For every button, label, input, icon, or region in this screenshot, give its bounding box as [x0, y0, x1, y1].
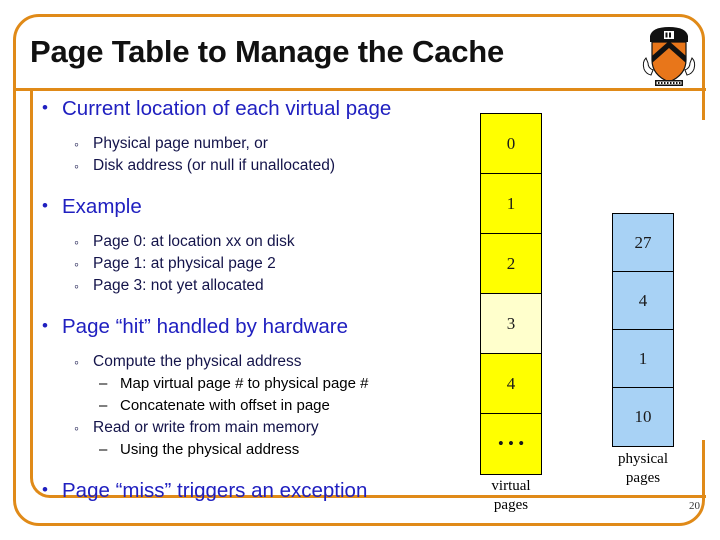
physical-page-cell-1: 4: [613, 272, 673, 330]
bullet-example: Example: [40, 193, 470, 220]
subbullet-physical-page-number: Physical page number, or: [40, 133, 470, 155]
virtual-pages-label-line2: pages: [493, 497, 529, 513]
physical-page-cell-0: 27: [613, 214, 673, 272]
virtual-page-cell-2: 2: [481, 234, 541, 294]
bullet-page-miss: Page “miss” triggers an exception: [40, 477, 470, 504]
dashitem-map-virtual-to-physical: Map virtual page # to physical page #: [40, 373, 470, 395]
bullet-current-location: Current location of each virtual page: [40, 95, 470, 122]
dashitem-using-physical-address: Using the physical address: [40, 439, 470, 461]
physical-pages-label: physical pages: [598, 450, 688, 488]
physical-pages-label-line2: pages: [625, 470, 661, 486]
subbullet-compute-physical-address: Compute the physical address: [40, 351, 470, 373]
physical-page-cell-3: 10: [613, 388, 673, 446]
subbullet-disk-address: Disk address (or null if unallocated): [40, 155, 470, 177]
subbullet-page3: Page 3: not yet allocated: [40, 275, 470, 297]
physical-page-cell-2: 1: [613, 330, 673, 388]
title-divider: [16, 88, 706, 91]
frame-right-gap-mask: [700, 120, 720, 440]
virtual-page-cell-5: • • •: [481, 414, 541, 474]
physical-pages-label-line1: physical: [618, 451, 668, 467]
slide-number: 20: [689, 500, 700, 512]
virtual-pages-label: virtual pages: [471, 477, 551, 515]
page-title: Page Table to Manage the Cache: [30, 34, 505, 69]
subbullet-page1: Page 1: at physical page 2: [40, 253, 470, 275]
subbullet-read-write-main-memory: Read or write from main memory: [40, 417, 470, 439]
subbullet-page0: Page 0: at location xx on disk: [40, 231, 470, 253]
princeton-shield-logo: [640, 22, 698, 90]
dashitem-concatenate-offset: Concatenate with offset in page: [40, 395, 470, 417]
bullet-page-hit: Page “hit” handled by hardware: [40, 313, 470, 340]
virtual-page-cell-4: 4: [481, 354, 541, 414]
virtual-page-cell-0: 0: [481, 114, 541, 174]
virtual-page-cell-3: 3: [481, 294, 541, 354]
virtual-page-cell-1: 1: [481, 174, 541, 234]
bullet-list: Current location of each virtual page Ph…: [40, 95, 470, 504]
virtual-pages-label-line1: virtual: [491, 478, 531, 494]
